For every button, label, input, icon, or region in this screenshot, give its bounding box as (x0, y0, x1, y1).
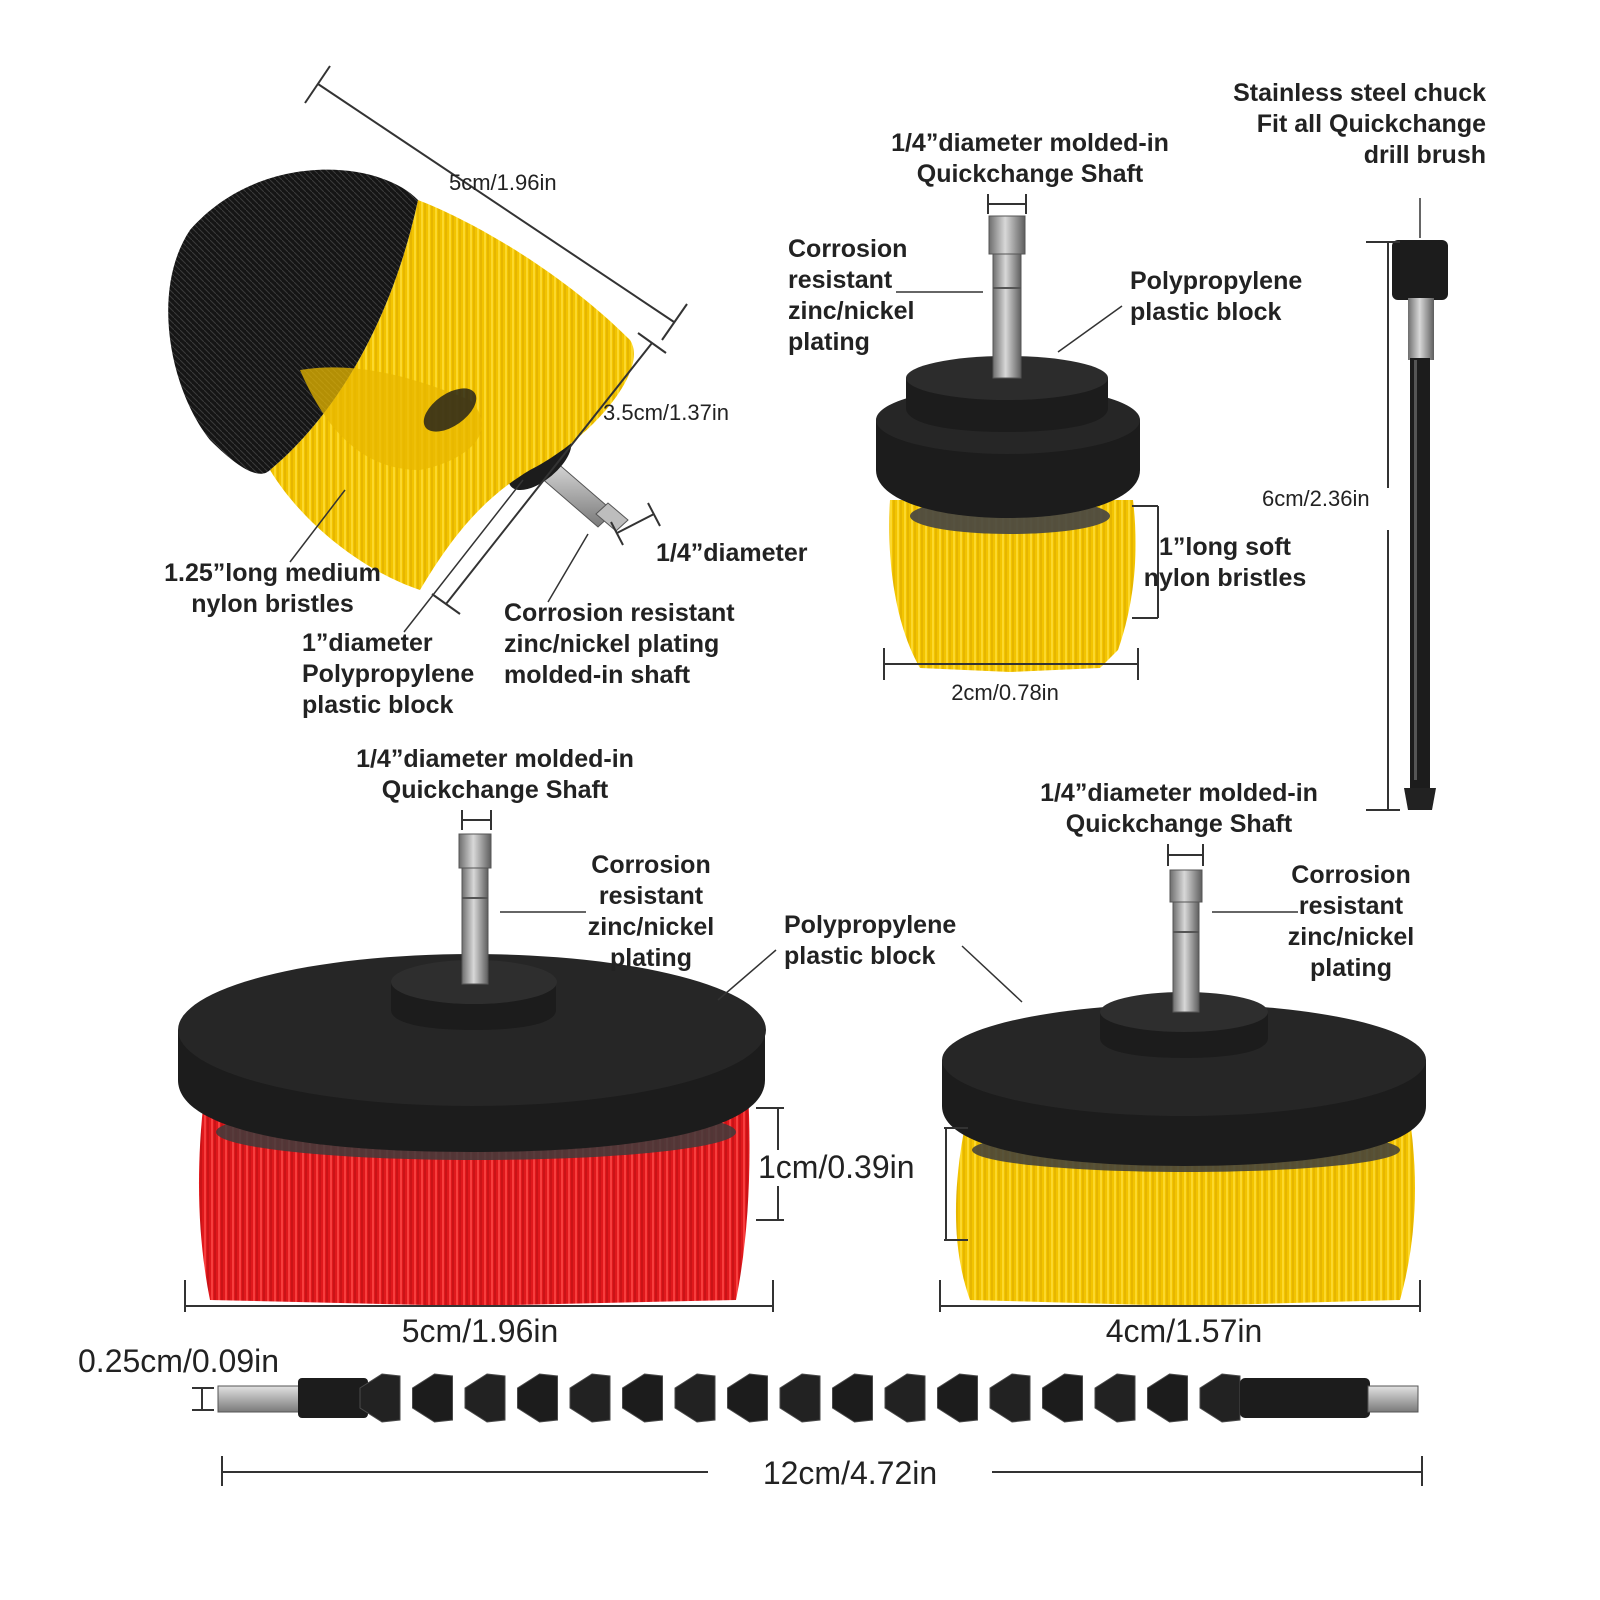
bullet-brush-block-dimension-label: 3.5cm/1.37in (603, 400, 729, 425)
large-red-brush-block-label: Polypropylene plastic block (784, 911, 957, 970)
bullet-brush-bristles-black (168, 169, 418, 474)
extension-length-label: 6cm/2.36in (1262, 486, 1370, 511)
bullet-brush-block-label: 1”diameter Polypropylene plastic block (302, 629, 475, 719)
medium-yellow-brush-corrosion-label: Corrosion resistant zinc/nickel plating (1287, 861, 1415, 982)
large-red-brush-height-label: 1cm/0.39in (758, 1149, 915, 1185)
large-red-brush-corrosion-label: Corrosion resistant zinc/nickel plating (587, 851, 715, 972)
flexible-shaft-link (517, 1373, 558, 1423)
small-brush-width-label: 2cm/0.78in (951, 680, 1059, 705)
bullet-brush-width-label: 5cm/1.96in (449, 170, 557, 195)
small-brush-block-label: Polypropylene plastic block (1130, 267, 1303, 326)
small-brush-bristles (889, 500, 1136, 672)
flexible-shaft-link (832, 1373, 873, 1423)
large-red-brush-dimension-lines (184, 810, 784, 1312)
bullet-brush (168, 169, 634, 590)
chuck-label: Stainless steel chuck Fit all Quickchang… (1233, 79, 1486, 169)
bullet-brush-shaft-dimension-label: 1/4”diameter (656, 539, 808, 567)
flexible-shaft-length-label: 12cm/4.72in (762, 1455, 938, 1491)
large-red-brush-width-label: 5cm/1.96in (401, 1313, 559, 1349)
flexible-shaft-link (1094, 1373, 1136, 1423)
flexible-shaft-link (937, 1373, 978, 1423)
flexible-shaft-link (779, 1373, 821, 1423)
flexible-shaft-dimension-lines (192, 1387, 1423, 1486)
small-brush-bristles-label: 1”long soft nylon bristles (1143, 533, 1307, 592)
extension-dimension-lines (1366, 198, 1421, 811)
flexible-shaft-link (464, 1373, 506, 1423)
flexible-shaft-link (989, 1373, 1031, 1423)
extension-bar (1392, 240, 1448, 810)
flexible-shaft-segments (359, 1373, 1241, 1423)
flexible-shaft (217, 1373, 1419, 1423)
medium-yellow-brush (942, 869, 1426, 1306)
flexible-shaft-link (412, 1373, 453, 1423)
medium-yellow-brush-dimension-lines (939, 844, 1421, 1312)
flexible-shaft-link (727, 1373, 768, 1423)
large-red-brush-shaft-label: 1/4”diameter molded-in Quickchange Shaft (356, 745, 634, 804)
flexible-shaft-link (1042, 1373, 1083, 1423)
bullet-brush-bristles-label: 1.25”long medium nylon bristles (164, 559, 381, 618)
flexible-shaft-link (884, 1373, 926, 1423)
flexible-shaft-link (1199, 1373, 1241, 1423)
flexible-shaft-link (359, 1373, 401, 1423)
flexible-shaft-tip-label: 0.25cm/0.09in (78, 1343, 280, 1379)
medium-yellow-brush-shaft-label: 1/4”diameter molded-in Quickchange Shaft (1040, 779, 1318, 838)
medium-yellow-brush-width-label: 4cm/1.57in (1105, 1313, 1263, 1349)
small-brush (876, 215, 1140, 672)
flexible-shaft-link (1147, 1373, 1188, 1423)
flexible-shaft-link (674, 1373, 716, 1423)
flexible-shaft-link (569, 1373, 611, 1423)
flexible-shaft-link (622, 1373, 663, 1423)
small-brush-corrosion-label: Corrosion resistant zinc/nickel plating (788, 235, 915, 356)
bullet-dimension-lines (289, 65, 688, 633)
small-brush-shaft-label: 1/4”diameter molded-in Quickchange Shaft (891, 129, 1169, 188)
small-brush-dimension-lines (883, 194, 1159, 680)
large-red-brush (178, 833, 766, 1306)
bullet-brush-corrosion-label: Corrosion resistant zinc/nickel plating … (504, 599, 735, 689)
